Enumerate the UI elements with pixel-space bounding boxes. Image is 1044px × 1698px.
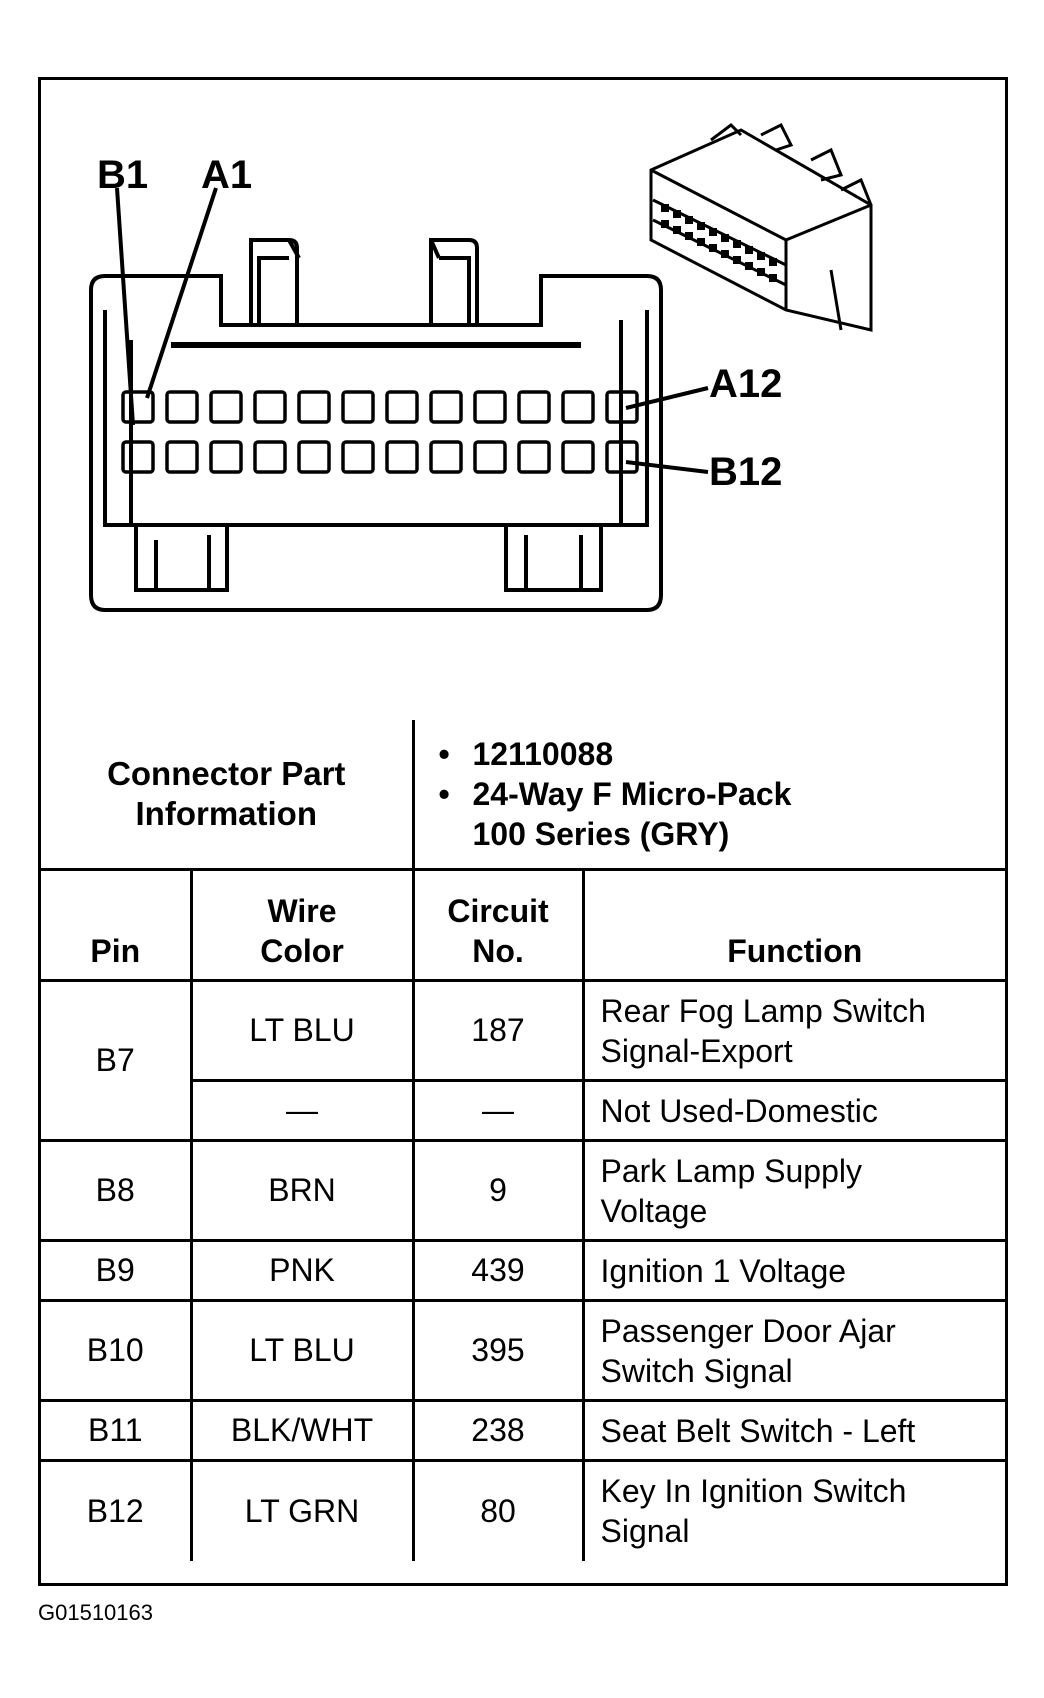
table-row: B11 BLK/WHT 238 Seat Belt Switch - Left xyxy=(41,1399,1005,1462)
wire-color-cell: LT GRN xyxy=(189,1459,415,1561)
pin-cell: B12 xyxy=(41,1459,193,1561)
function-line2: Switch Signal xyxy=(600,1352,793,1389)
header-function: Function xyxy=(581,868,1005,982)
callout-a1: A1 xyxy=(201,153,253,197)
function-line2: Voltage xyxy=(600,1192,708,1229)
connector-table: Connector Part Information 12110088 24-W… xyxy=(41,720,1005,1561)
table-row: — — Not Used-Domestic xyxy=(41,1079,1005,1142)
header-wire-color: Wire Color xyxy=(189,868,415,982)
header-circuit-line2: No. xyxy=(472,933,524,969)
table-row: B10 LT BLU 395 Passenger Door Ajar Switc… xyxy=(41,1299,1005,1402)
table-header-row: Pin Wire Color Circuit No. Function xyxy=(41,868,1005,982)
circuit-cell: 395 xyxy=(411,1299,585,1402)
function-line1: Rear Fog Lamp Switch xyxy=(600,992,926,1029)
function-cell: Not Used-Domestic xyxy=(581,1079,1005,1142)
connector-sheet: B1 A1 A12 B12 Connector Part Information… xyxy=(38,77,1008,1586)
connector-info-label: Connector Part Information xyxy=(41,720,415,871)
callout-b12: B12 xyxy=(709,450,783,494)
header-circuit-no: Circuit No. xyxy=(411,868,585,982)
connector-info-row: Connector Part Information 12110088 24-W… xyxy=(41,720,1005,871)
wire-color-cell: BRN xyxy=(189,1139,415,1242)
table-row: B8 BRN 9 Park Lamp Supply Voltage xyxy=(41,1139,1005,1242)
function-cell: Rear Fog Lamp Switch Signal-Export xyxy=(581,979,1005,1082)
pin-cell: B10 xyxy=(41,1299,193,1402)
header-pin: Pin xyxy=(41,868,193,982)
figure-id: G01510163 xyxy=(38,1600,153,1625)
header-circuit-line1: Circuit xyxy=(447,893,549,929)
header-wire-color-line2: Color xyxy=(260,933,344,969)
connector-face-drawing xyxy=(89,122,873,612)
function-cell: Passenger Door Ajar Switch Signal xyxy=(581,1299,1005,1402)
circuit-cell: 80 xyxy=(411,1459,585,1561)
function-line2: Signal xyxy=(600,1513,690,1550)
circuit-cell: 439 xyxy=(411,1239,585,1302)
connector-description-line1: 24-Way F Micro-Pack xyxy=(439,774,992,814)
function-cell: Park Lamp Supply Voltage xyxy=(581,1139,1005,1242)
callout-a12: A12 xyxy=(709,362,783,406)
wire-color-cell: — xyxy=(191,1079,415,1142)
pin-cell: B8 xyxy=(41,1139,193,1242)
connector-3d-cavities xyxy=(661,204,777,282)
circuit-cell: 9 xyxy=(411,1139,585,1242)
function-cell: Ignition 1 Voltage xyxy=(581,1239,1005,1302)
header-wire-color-line1: Wire xyxy=(267,893,337,929)
callout-b1: B1 xyxy=(97,153,149,197)
connector-3d-view xyxy=(649,122,873,332)
function-cell: Key In Ignition Switch Signal xyxy=(581,1459,1005,1561)
connector-description-line2: 100 Series (GRY) xyxy=(472,816,730,852)
function-line2: Signal-Export xyxy=(600,1032,793,1069)
table-row: B7 LT BLU 187 Rear Fog Lamp Switch Signa… xyxy=(41,979,1005,1142)
function-cell: Seat Belt Switch - Left xyxy=(581,1399,1005,1462)
function-line1: Park Lamp Supply xyxy=(600,1152,862,1189)
circuit-cell: — xyxy=(411,1079,585,1142)
wire-color-cell: PNK xyxy=(189,1239,415,1302)
connector-diagram: B1 A1 A12 B12 xyxy=(41,80,1005,720)
wire-color-cell: LT BLU xyxy=(189,979,415,1082)
circuit-cell: 187 xyxy=(411,979,585,1082)
table-row: B9 PNK 439 Ignition 1 Voltage xyxy=(41,1239,1005,1302)
wire-color-cell: BLK/WHT xyxy=(189,1399,415,1462)
part-number: 12110088 xyxy=(439,734,992,774)
pin-cell: B11 xyxy=(41,1399,193,1462)
wire-color-cell: LT BLU xyxy=(189,1299,415,1402)
pin-cavity-grid xyxy=(121,390,639,474)
pin-cell: B9 xyxy=(41,1239,193,1302)
pin-cell: B7 xyxy=(41,979,193,1142)
circuit-cell: 238 xyxy=(411,1399,585,1462)
connector-info-details: 12110088 24-Way F Micro-Pack 100 Series … xyxy=(411,720,1005,871)
function-line1: Passenger Door Ajar xyxy=(600,1312,896,1349)
table-row: B12 LT GRN 80 Key In Ignition Switch Sig… xyxy=(41,1459,1005,1561)
function-line1: Key In Ignition Switch xyxy=(600,1473,907,1510)
